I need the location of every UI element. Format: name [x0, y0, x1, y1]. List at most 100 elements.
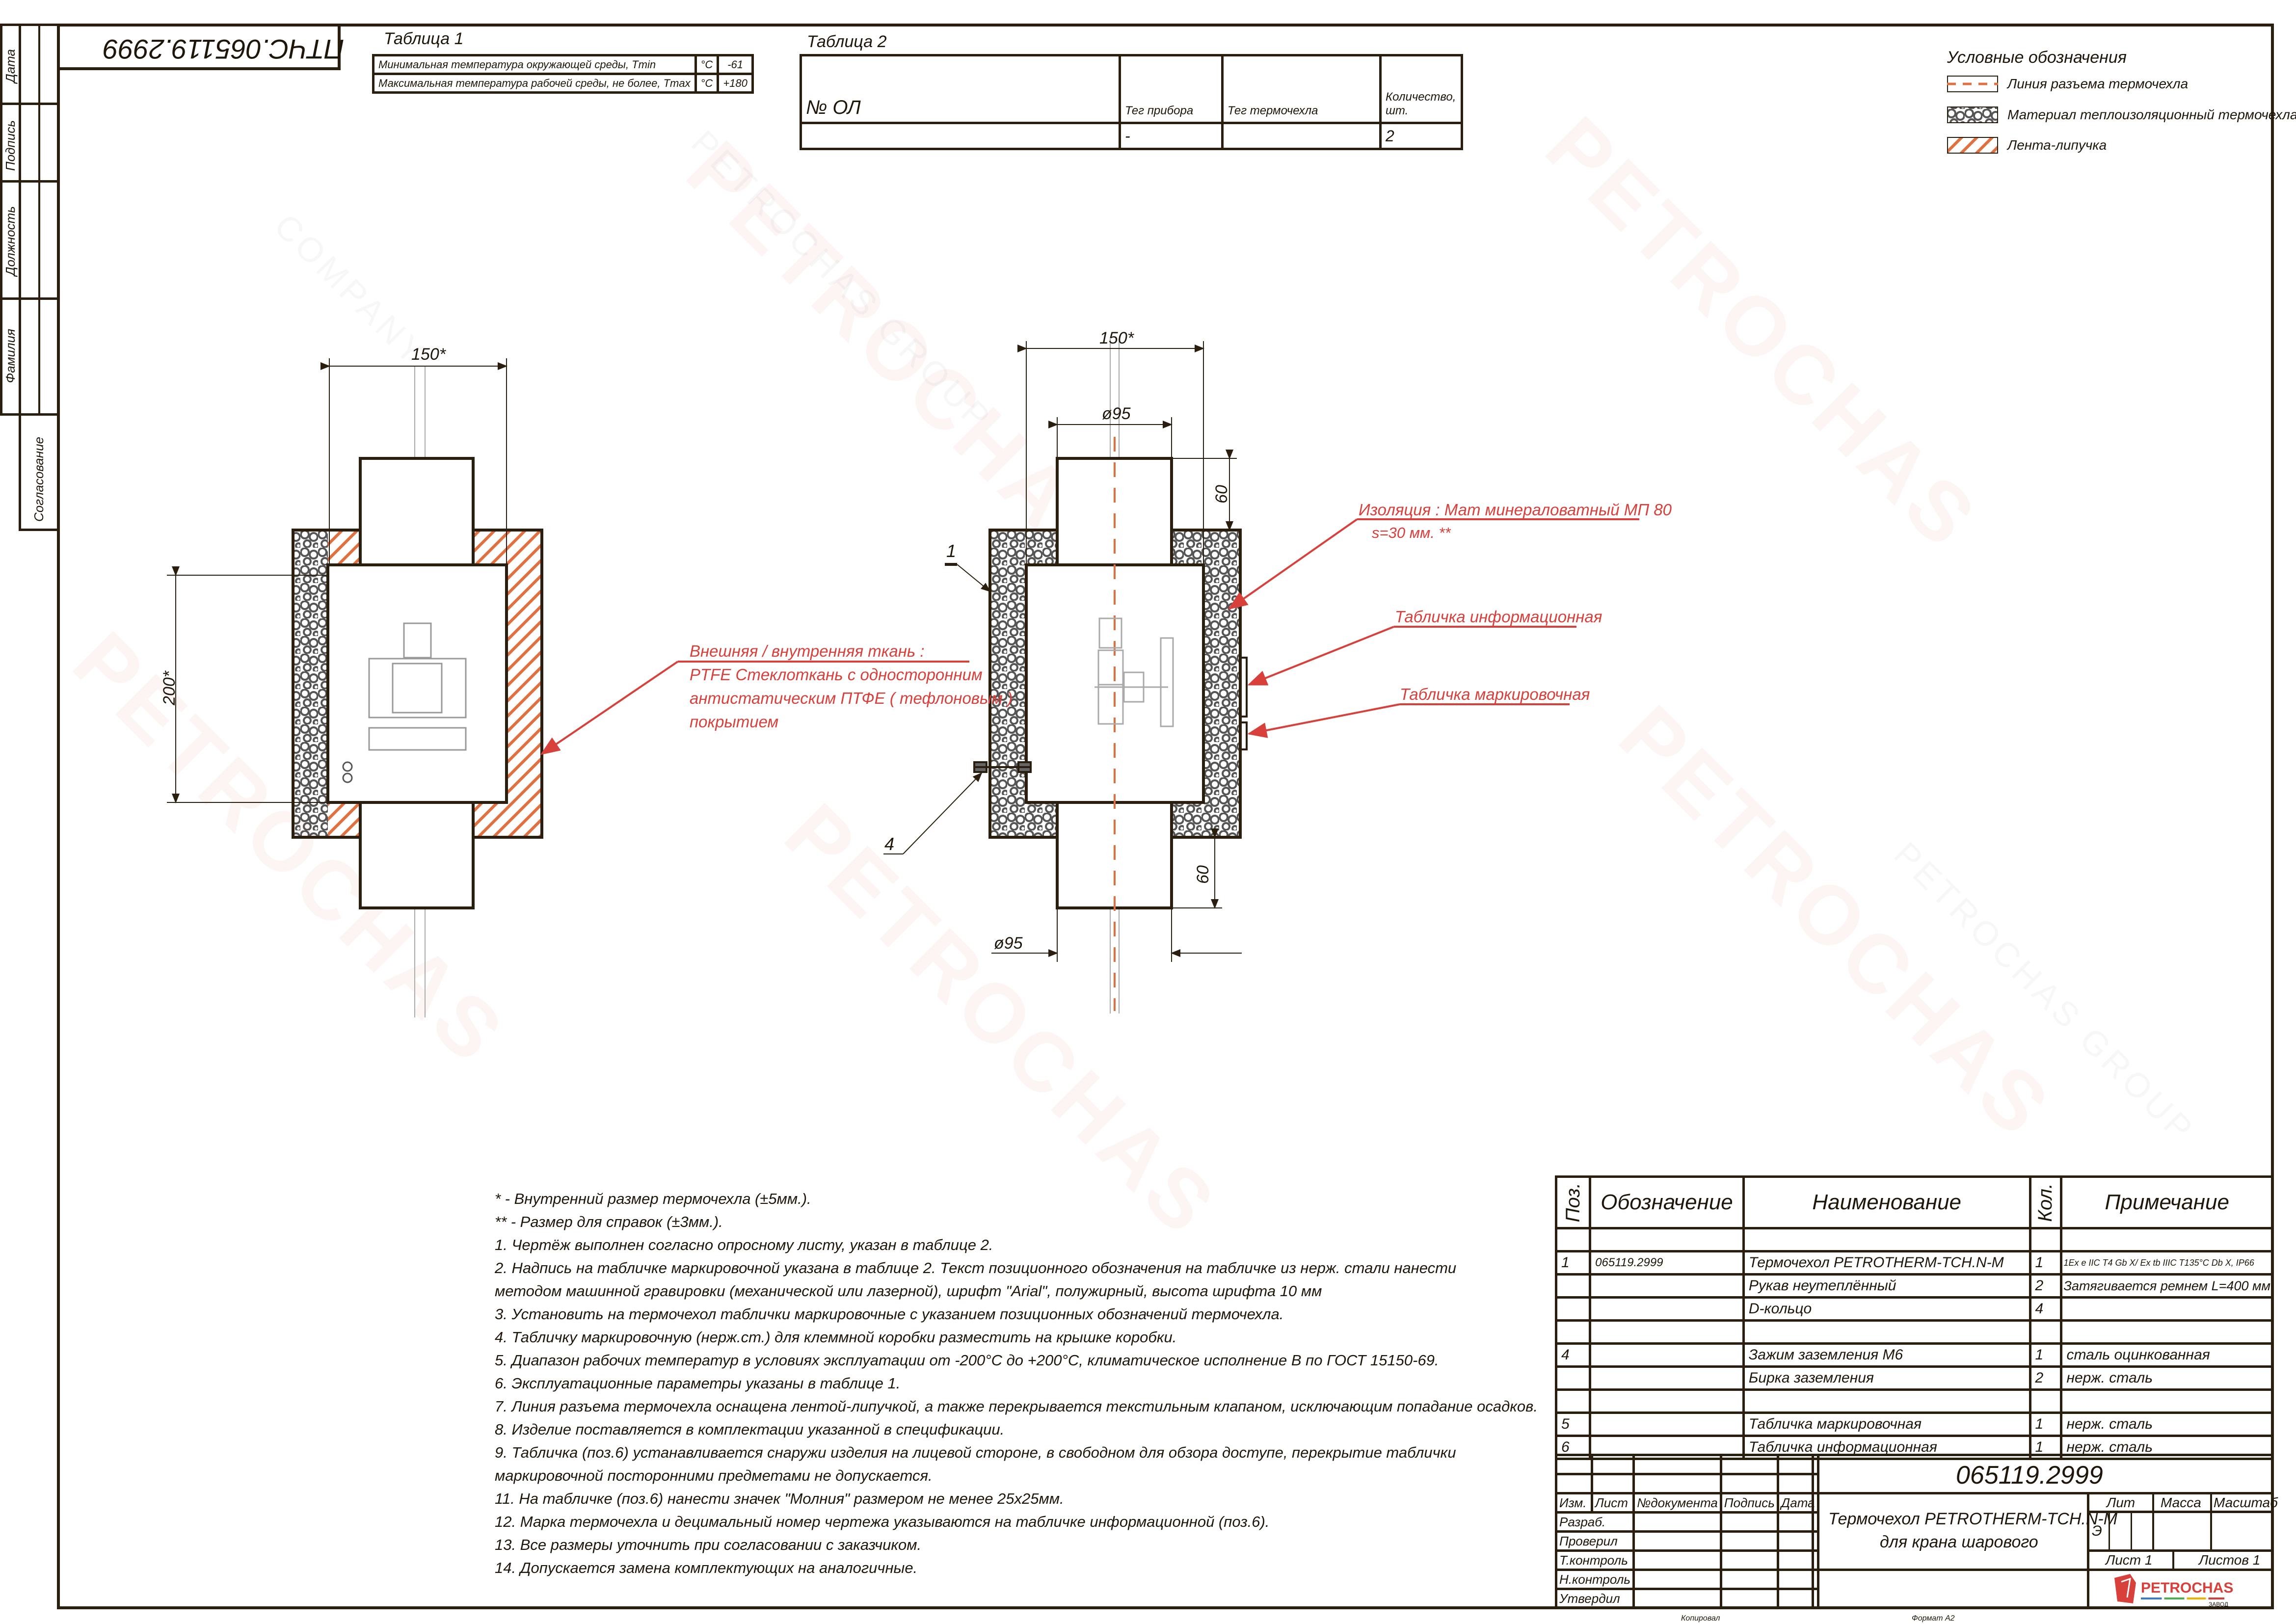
table2: № ОЛ Тег прибора Тег термочехла Количест… — [800, 54, 1463, 150]
table1-value: +180 — [717, 73, 754, 94]
valve-sketch — [1095, 617, 1174, 727]
note: 1. Чертёж выполнен согласно опросному ли… — [495, 1236, 993, 1253]
callout-fabric: PTFE Стеклоткань с односторонним — [690, 666, 983, 684]
insulation-bottom — [1026, 802, 1057, 837]
lit-label: Лит — [2107, 1495, 2136, 1510]
table1-unit: °C — [694, 73, 720, 94]
split-line-swatch — [1947, 76, 1998, 92]
callout-fabric: Внешняя / внутренняя ткань : — [690, 642, 925, 660]
role-label: Разраб. — [1554, 1511, 1635, 1533]
insulation-bottom — [1172, 802, 1203, 837]
ground-clamp — [973, 761, 1032, 773]
insulation-top — [1172, 530, 1203, 565]
insulation-left — [293, 530, 328, 837]
table-row: Минимальная температура окружающей среды… — [372, 54, 754, 75]
note: 11. На табличке (поз.6) нанести значек "… — [495, 1490, 1064, 1507]
info-plate — [1239, 657, 1248, 718]
table1-value: -61 — [717, 54, 754, 75]
table1: Минимальная температура окружающей среды… — [372, 54, 754, 94]
mass-label: Масса — [2161, 1495, 2201, 1510]
table1-unit: °C — [694, 54, 720, 75]
callout-insulation-thickness: s=30 мм. ** — [1372, 524, 1451, 541]
stamp-code-box — [57, 24, 341, 70]
table2-header: Тег термочехла — [1221, 54, 1382, 124]
company-logo: PETROCHAS ЗАВОД — [2110, 1573, 2238, 1607]
velcro-hatch — [328, 802, 360, 837]
callout-fabric: антистатическим ПТФЕ ( тефлоновым ) — [690, 689, 1013, 707]
sheet-count: Листов 1 — [2199, 1552, 2261, 1568]
velcro-hatch — [473, 802, 542, 837]
role-label: Утвердил — [1554, 1588, 1635, 1609]
note: 9. Табличка (поз.6) устанавливается снар… — [495, 1444, 1456, 1461]
table-row: -2 — [800, 122, 1463, 150]
dim-top-60: 60 — [1212, 485, 1231, 504]
mark-plate — [1239, 721, 1248, 750]
valve-sketch — [368, 622, 467, 751]
table2-header: № ОЛ — [800, 54, 1121, 124]
velcro-hatch — [328, 530, 360, 565]
sheet-number: Лист 1 — [2106, 1552, 2153, 1568]
table-row — [1554, 1227, 2274, 1252]
table-header-row: Поз. Обозначение Наименование Кол. Приме… — [1554, 1175, 2274, 1229]
role-label: Н.контроль — [1554, 1569, 1635, 1590]
table-row — [1554, 1388, 2274, 1414]
note: 14. Допускается замена комплектующих на … — [495, 1559, 918, 1576]
note: 4. Табличку маркировочную (нерж.ст.) для… — [495, 1329, 1177, 1346]
ground-symbol — [342, 761, 353, 783]
legend-item: Линия разъема термочехла — [2007, 76, 2189, 91]
velcro-hatch — [473, 530, 542, 565]
pipe-top — [359, 457, 475, 566]
callout-info-plate: Табличка информационная — [1395, 608, 1602, 626]
note: 2. Надпись на табличке маркировочной ука… — [495, 1259, 1457, 1277]
legend-item: Лента-липучка — [2007, 137, 2107, 153]
table1-label: Максимальная температура рабочей среды, … — [372, 73, 697, 94]
footer-format: Формат А2 — [1912, 1614, 1955, 1623]
specification-table: Поз. Обозначение Наименование Кол. Приме… — [1554, 1175, 2274, 1460]
table1-title: Таблица 1 — [384, 29, 464, 48]
dim-right-width: 150* — [1099, 329, 1134, 347]
legend-title: Условные обозначения — [1947, 48, 2127, 67]
callout-fabric: покрытием — [690, 713, 779, 731]
table-row — [1554, 1319, 2274, 1345]
note: 3. Установить на термочехол таблички мар… — [495, 1305, 1284, 1323]
velcro-hatch — [507, 565, 542, 802]
dim-pipe-bottom: ø95 — [994, 934, 1023, 953]
note: * - Внутренний размер термочехла (±5мм.)… — [495, 1190, 811, 1207]
table2-title: Таблица 2 — [807, 32, 887, 51]
right-view — [883, 339, 1639, 1013]
footer-copied: Копировал — [1681, 1614, 1720, 1623]
note: 7. Линия разъема термочехла оснащена лен… — [495, 1398, 1538, 1415]
lit-value: Э — [2092, 1523, 2102, 1539]
pipe-bottom — [359, 801, 475, 909]
callout-mark-plate: Табличка маркировочная — [1400, 685, 1590, 703]
callout-pos4: 4 — [884, 834, 895, 854]
note: 8. Изделие поставляется в комплектации у… — [495, 1421, 1005, 1438]
table-header-row: № ОЛ Тег прибора Тег термочехла Количест… — [800, 54, 1463, 124]
velcro-swatch — [1947, 137, 1998, 154]
note: 6. Эксплуатационные параметры указаны в … — [495, 1375, 901, 1392]
dim-pipe-top: ø95 — [1102, 404, 1131, 423]
product-name-sub: для крана шарового — [1880, 1533, 2038, 1551]
insulation-swatch — [1947, 106, 1998, 123]
insulation-right — [1203, 530, 1240, 837]
insulation-top — [1026, 530, 1057, 565]
table1-label: Минимальная температура окружающей среды… — [372, 54, 697, 75]
dim-left-height: 200* — [160, 671, 179, 705]
role-label: Т.контроль — [1554, 1549, 1635, 1571]
note: 13. Все размеры уточнить при согласовани… — [495, 1536, 922, 1553]
left-view — [167, 358, 969, 1017]
note: ** - Размер для справок (±3мм.). — [495, 1213, 723, 1230]
callout-pos1: 1 — [946, 541, 957, 561]
note: методом машинной гравировки (механическо… — [495, 1282, 1322, 1300]
table2-header: Количество, шт. — [1379, 54, 1463, 124]
dim-bottom-60: 60 — [1193, 865, 1212, 884]
scale-label: Масштаб — [2214, 1495, 2278, 1510]
role-label: Проверил — [1554, 1530, 1635, 1552]
callout-insulation: Изоляция : Мат минераловатный МП 80 — [1359, 501, 1672, 519]
